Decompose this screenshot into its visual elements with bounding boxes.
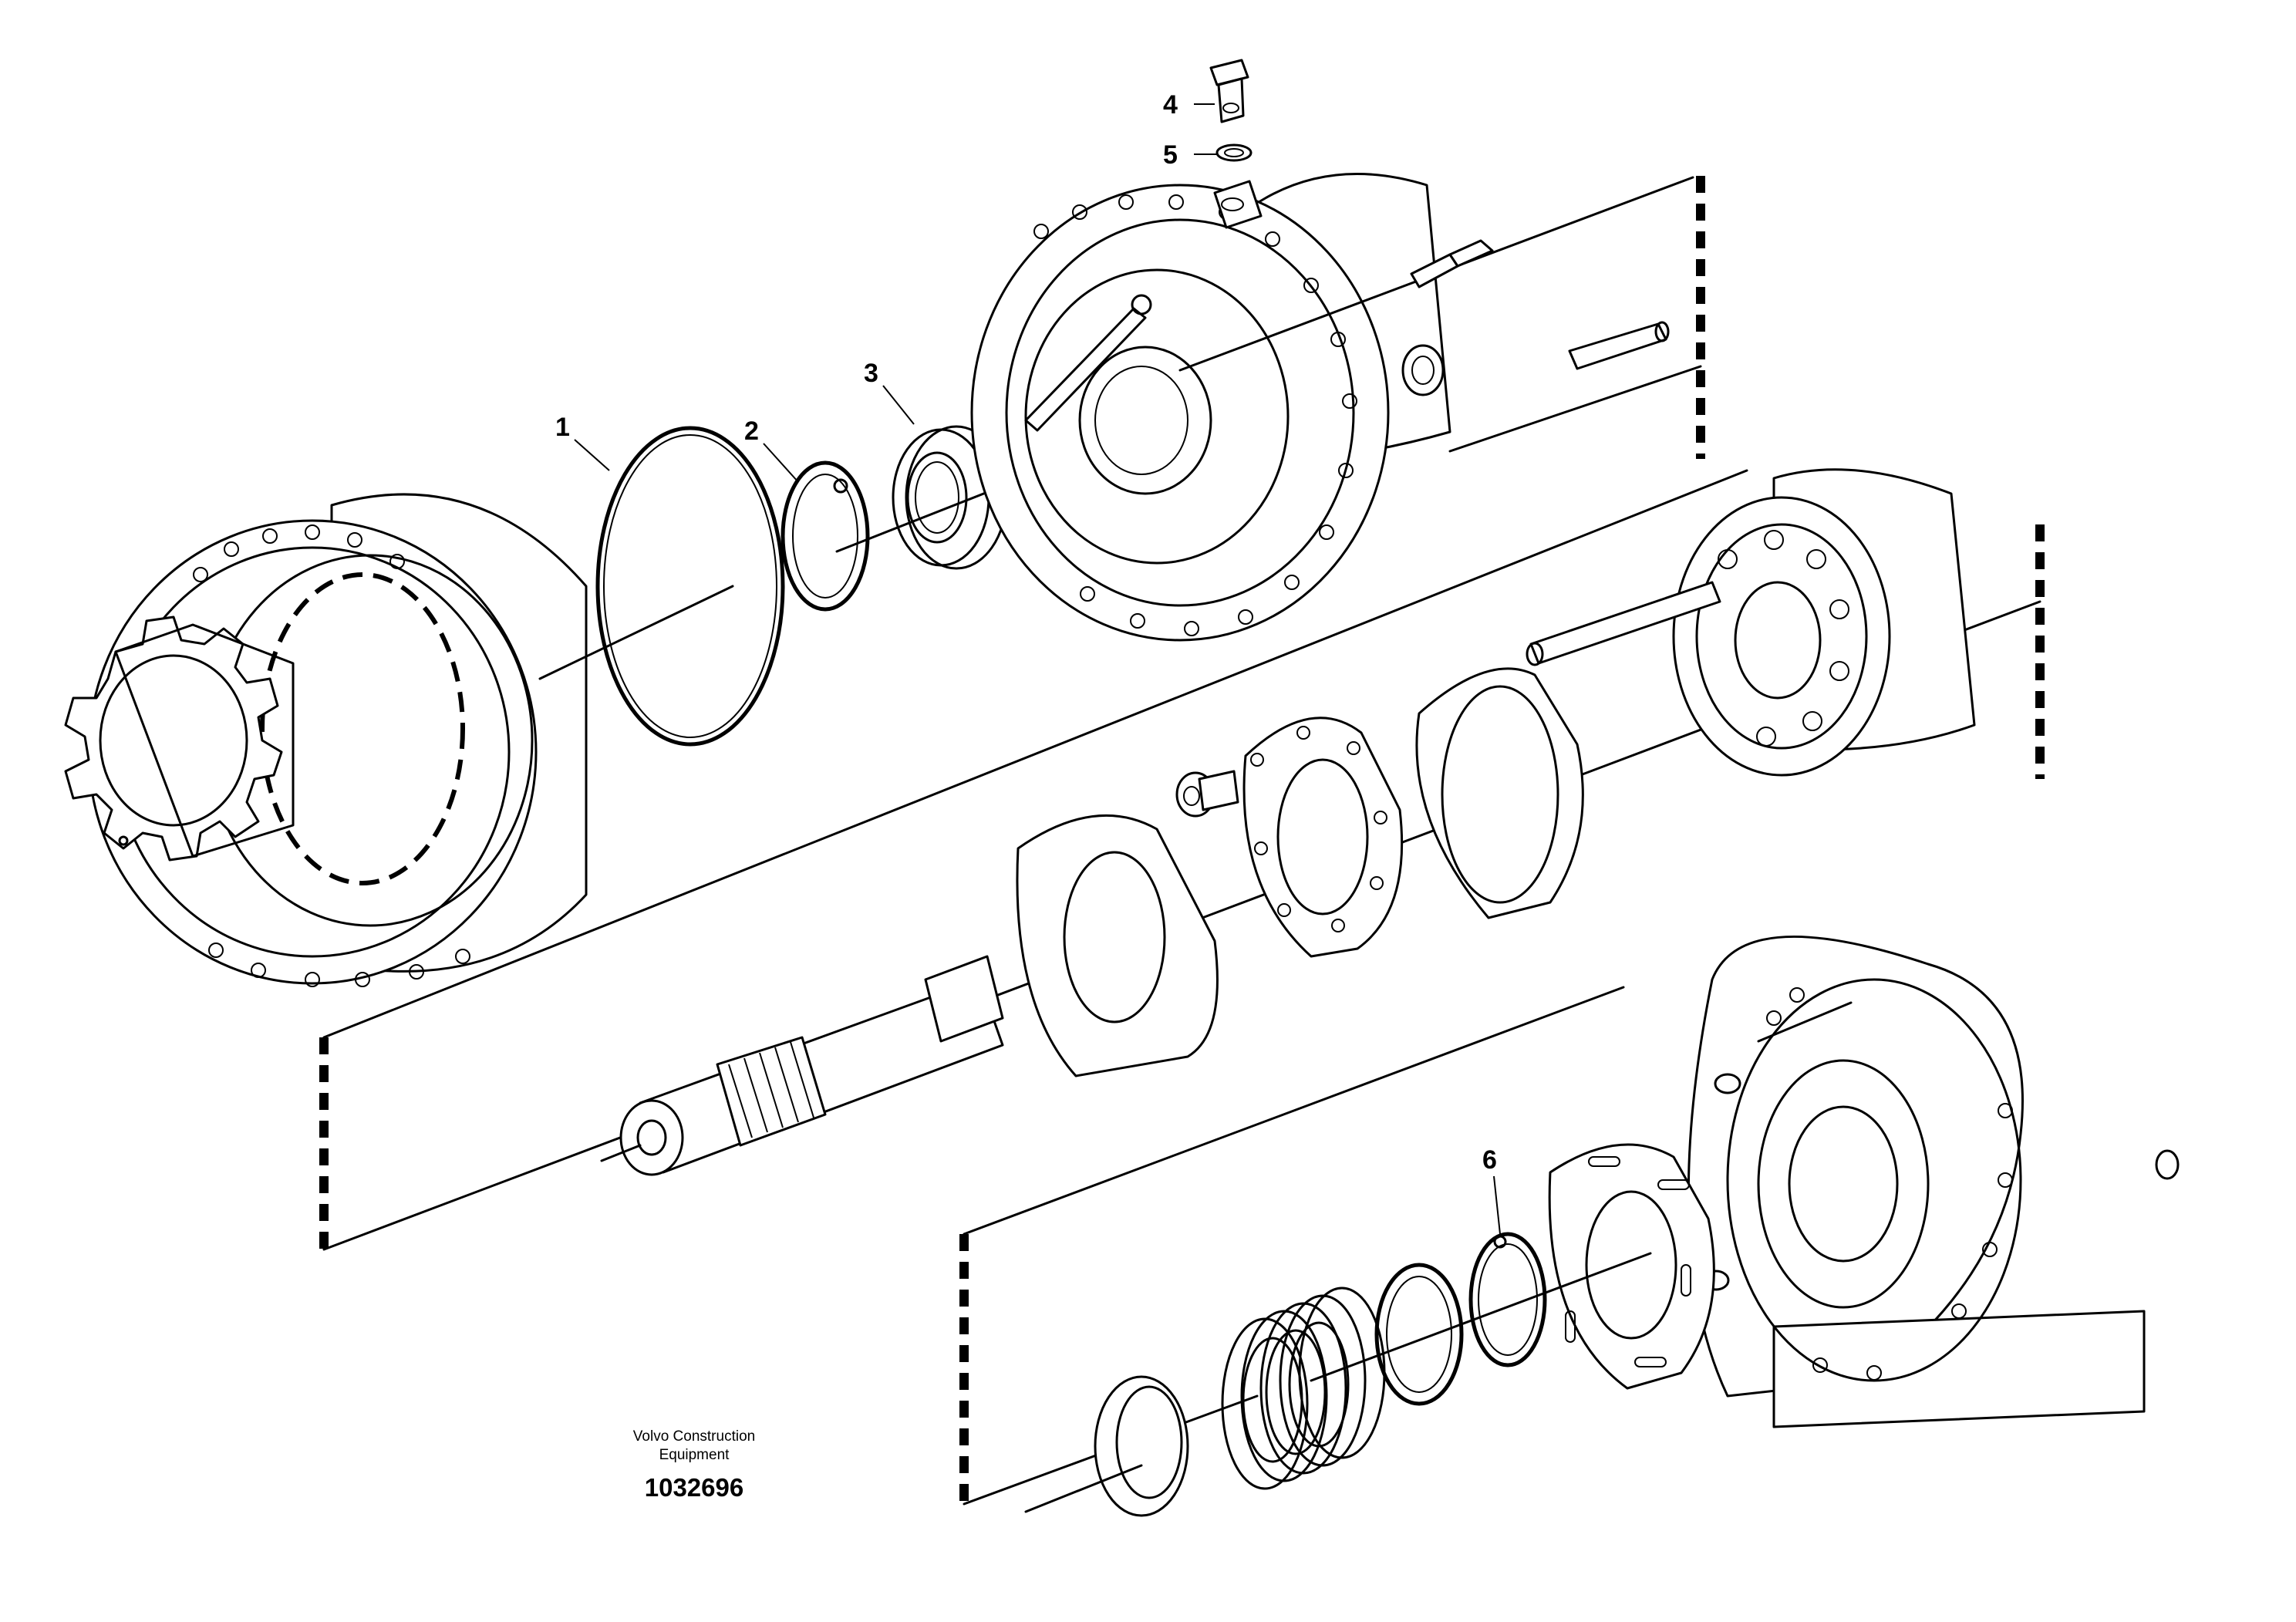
callout-6: 6 xyxy=(1482,1145,1497,1175)
dowel-pin-upper xyxy=(1714,1073,1741,1094)
valve-plate-ring xyxy=(1415,667,1584,919)
snap-ring-part-2 xyxy=(781,460,870,612)
washer-part-5 xyxy=(1215,143,1253,162)
plug-bushing xyxy=(1175,770,1239,818)
port-plate-holes xyxy=(1250,726,1387,932)
drum-bolt-holes xyxy=(193,524,470,987)
guide-pin xyxy=(1568,321,1670,370)
shaft-spline xyxy=(716,1036,827,1147)
assembly-frame-lower xyxy=(959,986,1625,1506)
drawing-number: 1032696 xyxy=(644,1473,744,1502)
retaining-ring-part-6 xyxy=(1468,1232,1547,1367)
flange-housing xyxy=(970,172,1702,642)
drum-housing-with-pinion-gear xyxy=(64,493,588,987)
gearbox-bolt-holes xyxy=(1766,987,2013,1381)
callout-leaders xyxy=(574,103,1501,1235)
pinion-gear xyxy=(64,615,295,862)
flange-bolt-holes xyxy=(1033,194,1357,636)
cap-screw xyxy=(1410,239,1494,288)
o-ring-part-1 xyxy=(538,426,785,747)
callout-2: 2 xyxy=(744,416,759,446)
callout-3: 3 xyxy=(864,359,878,388)
banjo-bolt-part-4 xyxy=(1209,59,1249,123)
callout-labels: 1 2 3 4 5 6 xyxy=(555,90,1497,1175)
brake-plate xyxy=(1548,1143,1715,1390)
brake-plate-slots xyxy=(1565,1156,1691,1367)
spring-pack xyxy=(1221,1286,1386,1490)
drive-shaft xyxy=(600,955,1004,1176)
cylinder-block xyxy=(1526,468,1976,777)
callout-1: 1 xyxy=(555,413,570,442)
spring-seat-washer xyxy=(1024,1375,1189,1517)
callout-4: 4 xyxy=(1163,90,1178,120)
brand-name-line-2: Equipment xyxy=(659,1447,730,1463)
thrust-washer xyxy=(1016,814,1219,1077)
brand-name-line-1: Volvo Construction xyxy=(632,1428,756,1445)
port-plate xyxy=(1242,717,1404,958)
callout-5: 5 xyxy=(1163,140,1178,170)
seal-ring xyxy=(1310,1252,1652,1406)
gearbox-housing xyxy=(1687,936,2180,1428)
cylinder-bores xyxy=(1718,530,1849,747)
